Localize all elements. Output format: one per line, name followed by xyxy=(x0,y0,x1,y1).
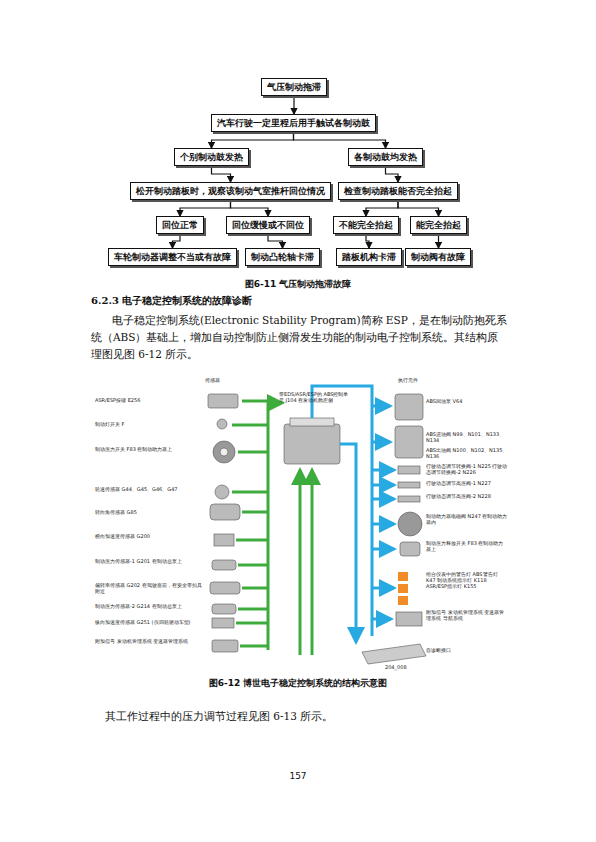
box-text: 车轮制动器调整不当或有故障 xyxy=(114,251,231,263)
flow-connector xyxy=(293,96,294,114)
process-box: 检查制动踏板能否完全抬起 xyxy=(338,182,458,200)
box-text: 踏板机构卡滞 xyxy=(342,251,396,263)
part-label: 行驶动态调节高压阀-2 N228 xyxy=(426,493,508,499)
part-label: 制动灯开关 F xyxy=(95,421,203,427)
process-box: 各制动鼓均发热 xyxy=(348,148,423,166)
process-box: 松开制动踏板时，观察该制动气室推杆回位情况 xyxy=(130,182,331,200)
part-label: 轮速传感器 G44、G45、G46、G47 xyxy=(95,486,203,492)
process-box: 个别制动鼓发热 xyxy=(174,148,249,166)
process-box: 回位正常 xyxy=(156,216,204,234)
figure-code: 204_008 xyxy=(385,664,425,670)
part-label: 附加信号 发动机管理系统 变速器管理系统 导航系统 xyxy=(426,609,508,621)
part-label: 附加信号 发动机管理系统 变速器管理系统 xyxy=(95,638,203,644)
figure-caption: 图6-11 气压制动拖滞故障 xyxy=(113,278,483,290)
process-box: 踏板机构卡滞 xyxy=(336,248,402,266)
process-box: 车轮制动器调整不当或有故障 xyxy=(108,248,237,266)
box-text: 能完全抬起 xyxy=(416,219,461,231)
body-paragraph: 电子稳定控制系统(Electronic Stability Program)简称… xyxy=(91,312,509,363)
process-box: 汽车行驶一定里程后用手触试各制动鼓 xyxy=(211,114,376,132)
box-text: 不能完全抬起 xyxy=(339,219,393,231)
group-heading: 执行元件 xyxy=(398,377,458,383)
process-box: 不能完全抬起 xyxy=(333,216,399,234)
flow-connector xyxy=(268,234,283,248)
box-text: 制动阀有故障 xyxy=(411,251,465,263)
part-label: 制动压力开关 F83 在制动助力器上 xyxy=(95,446,203,452)
process-box: 能完全抬起 xyxy=(410,216,467,234)
group-heading: 传感器 xyxy=(205,377,265,383)
part-label: 偏转率传感器 G202 在驾驶座前，在安全带扣具附近 xyxy=(95,582,203,594)
box-text: 汽车行驶一定里程后用手触试各制动鼓 xyxy=(217,117,370,129)
part-label: ABS进油阀 N99、N101、N133、N134 xyxy=(426,431,508,443)
part-label: ASR/ESP按键 E256 xyxy=(95,397,203,403)
process-box: 回位缓慢或不回位 xyxy=(226,216,310,234)
page-number: 157 xyxy=(280,770,316,782)
box-text: 气压制动拖滞 xyxy=(267,81,321,93)
part-label: 组合仪表中的警告灯 ABS警告灯 K47 制动系统指示灯 K118 ASR/ES… xyxy=(426,571,508,589)
flow-connector xyxy=(212,166,231,182)
flow-connector xyxy=(212,132,294,148)
flow-connector xyxy=(438,234,439,248)
flow-connector xyxy=(294,132,386,148)
part-label: 制动压力释放开关 F83 在制动助力器上 xyxy=(426,540,508,552)
section-heading: 6.2.3 电子稳定控制系统的故障诊断 xyxy=(91,294,511,307)
part-label: 制动助力器电磁阀 N247 在制动助力器内 xyxy=(426,513,508,525)
box-text: 检查制动踏板能否完全抬起 xyxy=(344,185,452,197)
box-text: 制动凸轮轴卡滞 xyxy=(251,251,314,263)
process-box: 制动阀有故障 xyxy=(405,248,471,266)
part-label: 制动压力传感器-1 G201 在制动总泵上 xyxy=(95,558,203,564)
part-label: 行驶动态调节高压阀-1 N227 xyxy=(426,480,508,486)
part-label: 行驶动态调节转换阀-1 N225 行驶动态调节转换阀-2 N226 xyxy=(426,463,508,475)
flow-connector xyxy=(386,166,399,182)
part-label: ABS出油阀 N100、N102、N135、N136 xyxy=(426,447,508,459)
flow-connector xyxy=(180,200,231,216)
part-label: ABS回油泵 V64 xyxy=(426,398,508,404)
part-label: 自诊断接口 xyxy=(426,647,508,653)
flow-connector xyxy=(231,200,269,216)
part-label: 转向角传感器 G85 xyxy=(95,509,203,515)
body-text: 其工作过程中的压力调节过程见图 6-13 所示。 xyxy=(105,709,505,723)
flow-connector xyxy=(173,234,181,248)
flow-connector xyxy=(398,200,439,216)
box-text: 回位正常 xyxy=(162,219,198,231)
part-label: 横向加速度传感器 G200 xyxy=(95,533,203,539)
flow-connector xyxy=(366,200,398,216)
box-text: 个别制动鼓发热 xyxy=(180,151,243,163)
part-label: 带EDS/ASR/ESP的 ABS控制单元 J104 在发动机舱左侧 xyxy=(279,391,351,403)
part-label: 纵向加速度传感器 G251 (仅四轮驱动车型) xyxy=(95,619,203,625)
process-box: 气压制动拖滞 xyxy=(261,78,327,96)
figure-caption: 图6-12 博世电子稳定控制系统的结构示意图 xyxy=(93,677,503,689)
process-box: 制动凸轮轴卡滞 xyxy=(245,248,320,266)
box-text: 松开制动踏板时，观察该制动气室推杆回位情况 xyxy=(136,185,325,197)
box-text: 各制动鼓均发热 xyxy=(354,151,417,163)
flow-connector xyxy=(366,234,369,248)
part-label: 制动压力传感器-2 G214 在制动总泵上 xyxy=(95,603,203,609)
box-text: 回位缓慢或不回位 xyxy=(232,219,304,231)
